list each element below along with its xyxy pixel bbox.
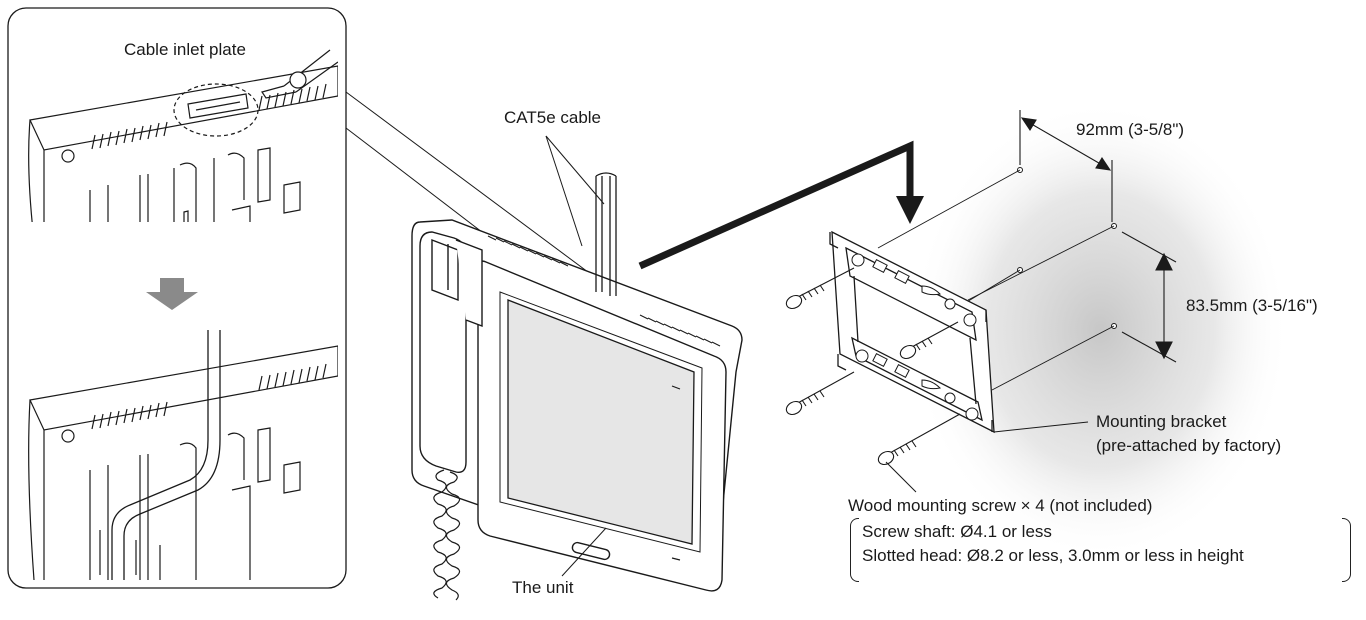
screw-icon-4 [877, 413, 961, 466]
projection-lines [877, 169, 1115, 391]
label-dim-horizontal: 92mm (3-5/8") [1076, 120, 1185, 139]
inset-top-detail [10, 49, 338, 234]
label-screw-title: Wood mounting screw × 4 (not included) [848, 496, 1153, 515]
bracket-slots [851, 253, 979, 421]
coiled-cord [433, 469, 461, 601]
label-the-unit: The unit [512, 578, 574, 597]
dim-horizontal [1019, 110, 1113, 222]
label-screw-spec2: Slotted head: Ø8.2 or less, 3.0mm or les… [862, 546, 1244, 565]
handset [419, 231, 483, 473]
screen [507, 299, 695, 545]
wall-surface [910, 100, 1290, 560]
mounting-bracket [829, 230, 995, 434]
routed-cable [111, 330, 221, 580]
cat5e-cable [595, 172, 617, 296]
unit-leader [561, 527, 607, 577]
label-bracket-line2: (pre-attached by factory) [1096, 436, 1282, 455]
label-cable-inlet-plate: Cable inlet plate [124, 40, 246, 59]
label-dim-vertical: 83.5mm (3-5/16") [1186, 296, 1318, 315]
inset-bottom-detail [28, 330, 338, 580]
step-arrow-icon [146, 278, 198, 310]
label-cat5e-cable: CAT5e cable [504, 108, 602, 127]
top-vent-slots [487, 235, 721, 347]
spec-brace-left [850, 518, 859, 582]
spec-brace-right [1342, 518, 1351, 582]
screw-icon-1 [785, 267, 855, 310]
screw-icon-3 [785, 371, 855, 416]
screw-leader [885, 461, 917, 493]
label-screw-spec1: Screw shaft: Ø4.1 or less [862, 522, 1052, 541]
cat5e-leaders [545, 135, 605, 247]
dim-vertical [1121, 231, 1177, 363]
inset-panel [7, 7, 347, 589]
nipper-tool-icon [261, 49, 338, 99]
screw-icon-2 [899, 321, 959, 360]
mounting-direction-arrow [638, 140, 924, 270]
intercom-unit [411, 219, 743, 601]
wood-screws [785, 267, 961, 466]
highlight-circle [173, 83, 259, 137]
label-bracket-line1: Mounting bracket [1096, 412, 1227, 431]
vent-slots-top [91, 83, 327, 150]
front-button [571, 541, 611, 561]
bracket-leader [993, 421, 1089, 433]
